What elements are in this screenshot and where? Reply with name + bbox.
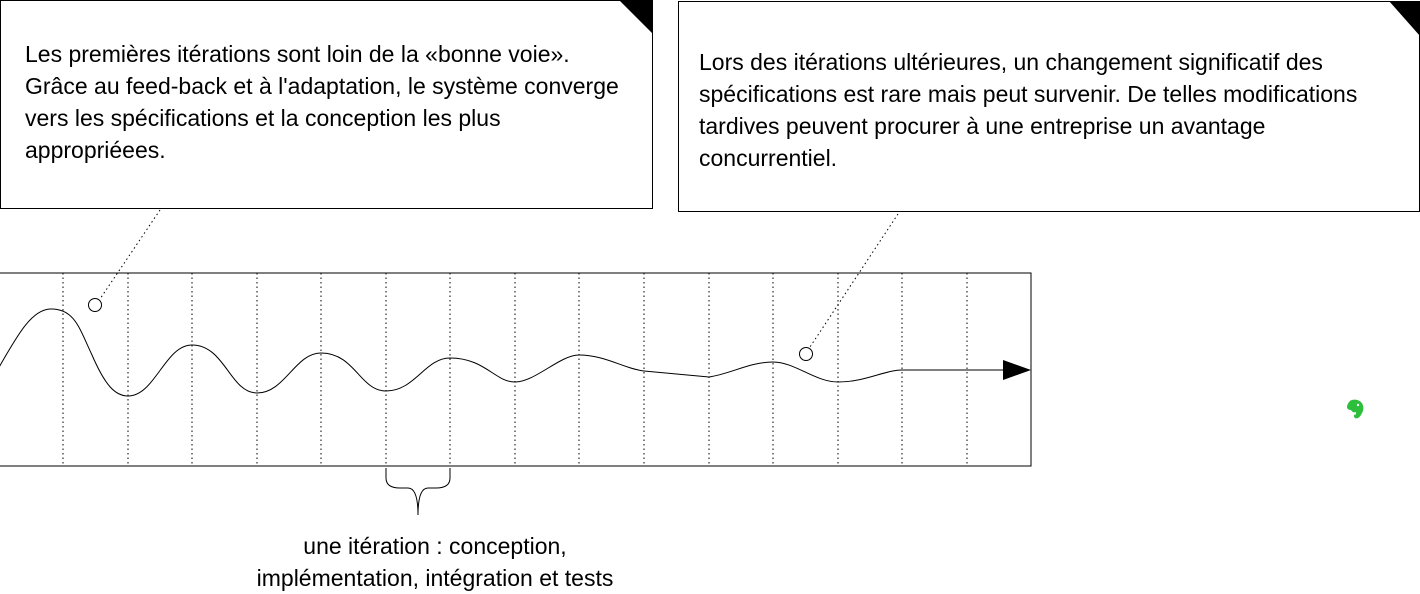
curly-brace-icon	[385, 468, 451, 516]
note-early-text: Les premières itérations sont loin de la…	[25, 41, 619, 163]
marker-late	[799, 347, 813, 361]
iteration-caption: une itération : conception, implémentati…	[180, 530, 690, 594]
iteration-dividers	[62, 273, 968, 466]
note-early-iterations: Les premières itérations sont loin de la…	[0, 0, 653, 209]
convergence-path	[0, 308, 1005, 397]
marker-early	[88, 298, 102, 312]
caption-line-1: une itération : conception,	[303, 533, 567, 559]
note-late-text: Lors des itérations ultérieures, un chan…	[699, 49, 1358, 171]
connector-early	[99, 209, 161, 300]
folded-corner-icon	[619, 0, 653, 34]
connector-late	[809, 213, 899, 348]
arrow-head-icon	[1003, 360, 1031, 380]
folded-corner-icon	[1389, 1, 1420, 36]
caption-line-2: implémentation, intégration et tests	[256, 565, 614, 591]
evernote-elephant-icon[interactable]	[1343, 397, 1367, 421]
iteration-frame	[0, 272, 1032, 467]
